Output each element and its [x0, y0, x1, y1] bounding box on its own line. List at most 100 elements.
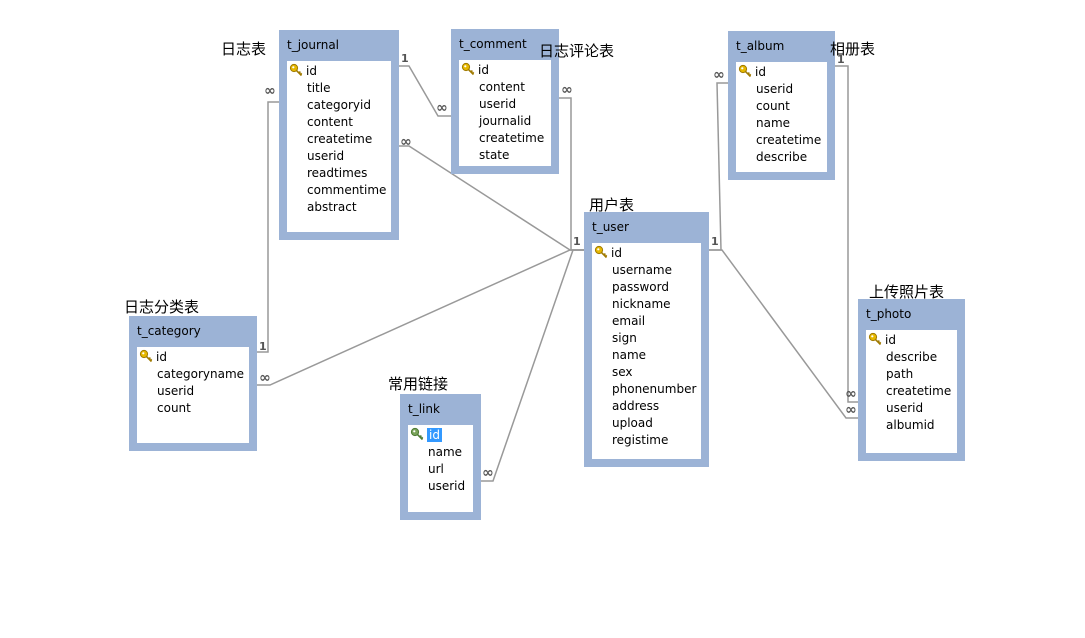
field-row[interactable]: userid	[408, 478, 473, 495]
field-row-primary-key[interactable]: id	[459, 62, 551, 79]
cardinality-one: 1	[837, 53, 845, 66]
field-name: sign	[612, 331, 637, 345]
field-row-primary-key[interactable]: id	[866, 332, 957, 349]
link-journal-comment	[399, 65, 452, 117]
field-row[interactable]: userid	[736, 81, 827, 98]
field-row-primary-key[interactable]: id	[137, 349, 249, 366]
field-row[interactable]: describe	[736, 149, 827, 166]
field-row[interactable]: registime	[592, 432, 701, 449]
caption-t-photo: 上传照片表	[869, 283, 945, 301]
field-name: describe	[756, 150, 808, 164]
field-name: id	[156, 350, 167, 364]
field-row[interactable]: url	[408, 461, 473, 478]
field-row[interactable]: content	[459, 79, 551, 96]
field-row[interactable]: sign	[592, 330, 701, 347]
field-row[interactable]: createtime	[287, 131, 391, 148]
field-row[interactable]: content	[287, 114, 391, 131]
cardinality-many: ∞	[400, 134, 412, 150]
field-name: count	[157, 401, 191, 415]
field-name: content	[479, 80, 525, 94]
field-row[interactable]: abstract	[287, 199, 391, 216]
field-name: name	[756, 116, 791, 130]
field-row[interactable]: address	[592, 398, 701, 415]
field-row[interactable]: readtimes	[287, 165, 391, 182]
field-name: id	[885, 333, 896, 347]
field-row[interactable]: count	[137, 400, 249, 417]
field-row[interactable]: upload	[592, 415, 701, 432]
field-name: id	[427, 428, 442, 442]
field-row[interactable]: userid	[287, 148, 391, 165]
field-name: phonenumber	[612, 382, 697, 396]
field-row[interactable]: username	[592, 262, 701, 279]
primary-key-icon	[410, 427, 424, 441]
field-name: count	[756, 99, 790, 113]
cardinality-one: 1	[711, 235, 719, 248]
field-list: id name url userid	[408, 425, 473, 512]
cardinality-one: 1	[573, 235, 581, 248]
field-row[interactable]: nickname	[592, 296, 701, 313]
primary-key-icon	[289, 63, 303, 77]
field-row[interactable]: describe	[866, 349, 957, 366]
field-row[interactable]: categoryid	[287, 97, 391, 114]
caption-t-category: 日志分类表	[124, 298, 200, 316]
field-name: journalid	[479, 114, 532, 128]
field-row[interactable]: state	[459, 147, 551, 164]
field-row[interactable]: title	[287, 80, 391, 97]
link-comment-user	[559, 97, 585, 251]
field-row[interactable]: userid	[866, 400, 957, 417]
field-name: email	[612, 314, 646, 328]
link-category-user	[257, 249, 585, 386]
field-name: userid	[479, 97, 517, 111]
field-row[interactable]: commentime	[287, 182, 391, 199]
field-name: id	[611, 246, 622, 260]
link-user-photo	[709, 249, 859, 419]
field-row[interactable]: password	[592, 279, 701, 296]
field-name: name	[612, 348, 647, 362]
cardinality-many: ∞	[482, 465, 494, 481]
primary-key-icon	[738, 64, 752, 78]
field-row[interactable]: albumid	[866, 417, 957, 434]
field-row[interactable]: count	[736, 98, 827, 115]
field-row[interactable]: sex	[592, 364, 701, 381]
field-row[interactable]: createtime	[866, 383, 957, 400]
field-row[interactable]: createtime	[459, 130, 551, 147]
field-name: title	[307, 81, 331, 95]
field-row-primary-key[interactable]: id	[408, 427, 473, 444]
field-row-primary-key[interactable]: id	[592, 245, 701, 262]
cardinality-many: ∞	[264, 83, 276, 99]
field-row[interactable]: name	[408, 444, 473, 461]
field-row[interactable]: userid	[459, 96, 551, 113]
field-row-primary-key[interactable]: id	[287, 63, 391, 80]
field-row[interactable]: name	[736, 115, 827, 132]
primary-key-icon	[594, 245, 608, 259]
cardinality-many: ∞	[845, 402, 857, 418]
field-row[interactable]: email	[592, 313, 701, 330]
field-row[interactable]: categoryname	[137, 366, 249, 383]
field-row[interactable]: phonenumber	[592, 381, 701, 398]
caption-t-comment: 日志评论表	[539, 42, 615, 60]
field-row-primary-key[interactable]: id	[736, 64, 827, 81]
field-name: url	[428, 462, 444, 476]
field-name: createtime	[307, 132, 373, 146]
field-name: name	[428, 445, 463, 459]
field-name: path	[886, 367, 914, 381]
field-name: commentime	[307, 183, 387, 197]
field-row[interactable]: path	[866, 366, 957, 383]
field-name: userid	[157, 384, 195, 398]
field-row[interactable]: createtime	[736, 132, 827, 149]
field-row[interactable]: userid	[137, 383, 249, 400]
field-name: id	[306, 64, 317, 78]
field-row[interactable]: name	[592, 347, 701, 364]
field-name: state	[479, 148, 510, 162]
field-row[interactable]: journalid	[459, 113, 551, 130]
